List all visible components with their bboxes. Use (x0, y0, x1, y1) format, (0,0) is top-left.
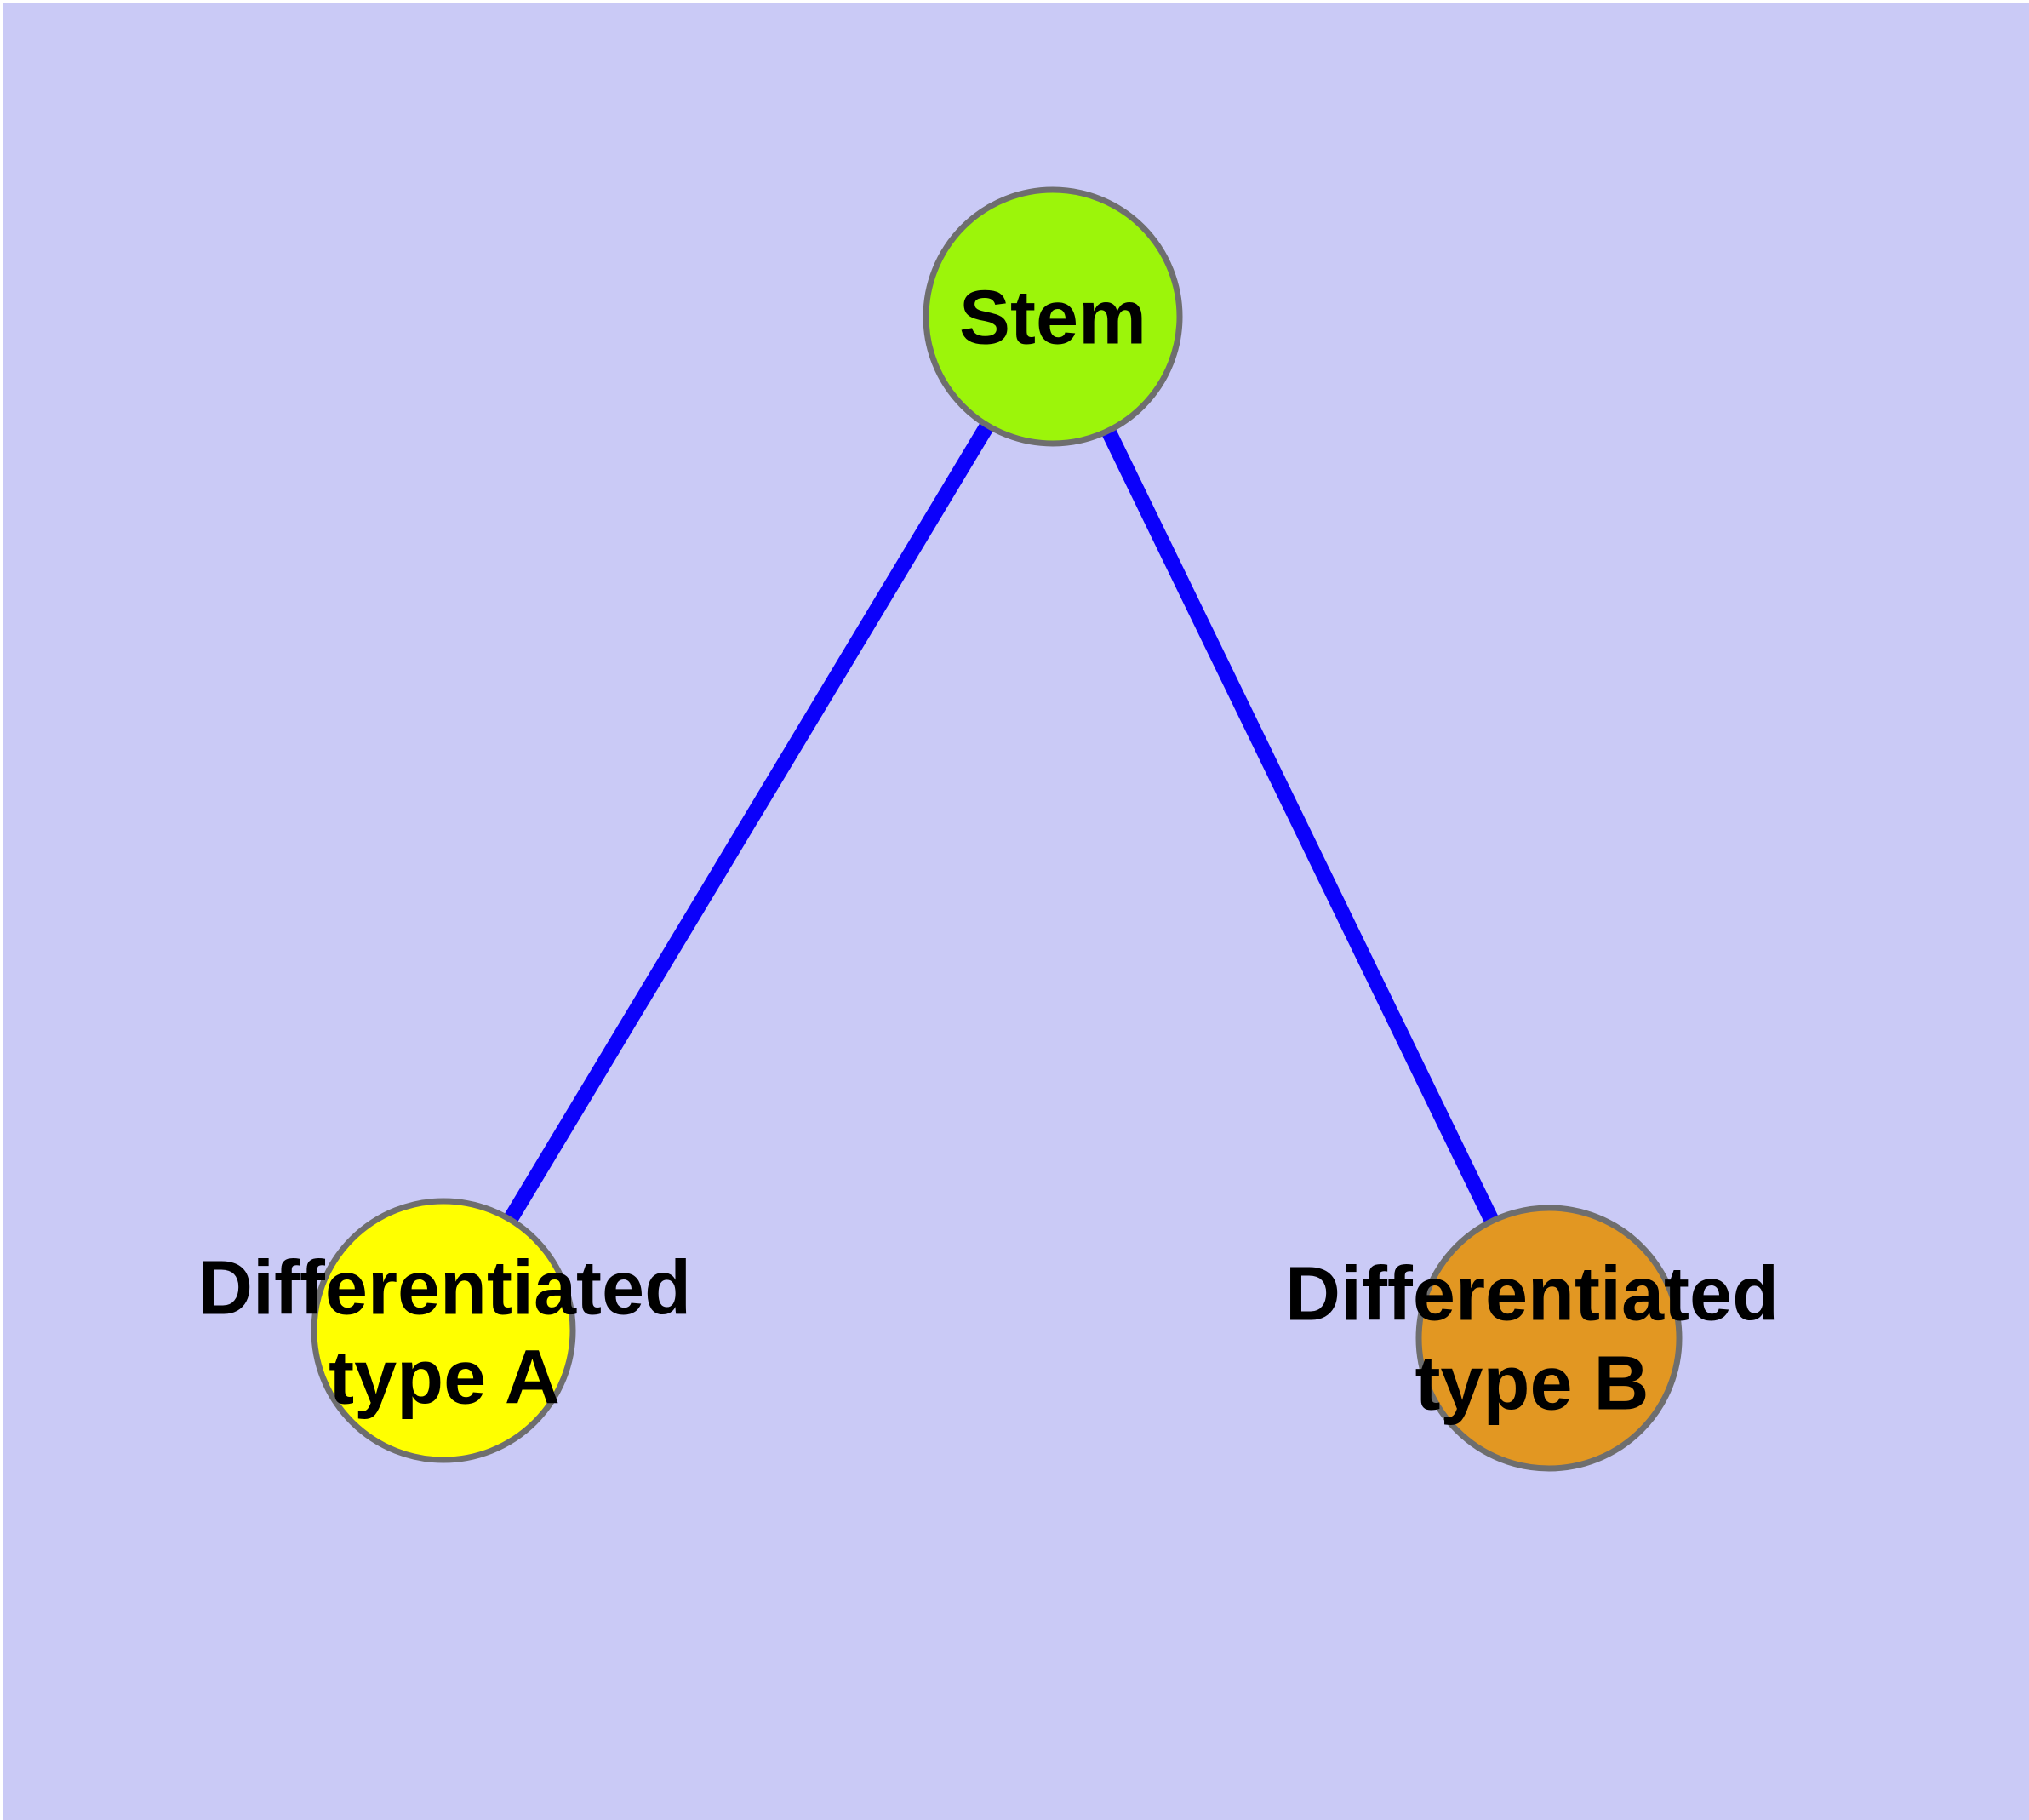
node-label-stem: Stem (959, 273, 1146, 363)
node-label-type-b-line-1: Differentiated (1284, 1251, 1780, 1337)
node-label-differentiated-type-b: Differentiated type B (1285, 1251, 1779, 1430)
edge-stem-to-type-b (1045, 313, 1557, 1342)
node-label-type-b-line-2: type B (1415, 1342, 1649, 1427)
node-label-type-a-line-2: type A (329, 1336, 560, 1421)
node-differentiated-type-a (311, 1198, 576, 1463)
node-label-stem-text: Stem (958, 275, 1147, 361)
node-differentiated-type-b (1415, 1205, 1683, 1472)
node-label-differentiated-type-a: Differentiated type A (197, 1245, 691, 1424)
node-label-type-a-line-1: Differentiated (197, 1245, 692, 1331)
edge-stem-to-type-a (437, 312, 1060, 1335)
node-stem (923, 186, 1183, 447)
